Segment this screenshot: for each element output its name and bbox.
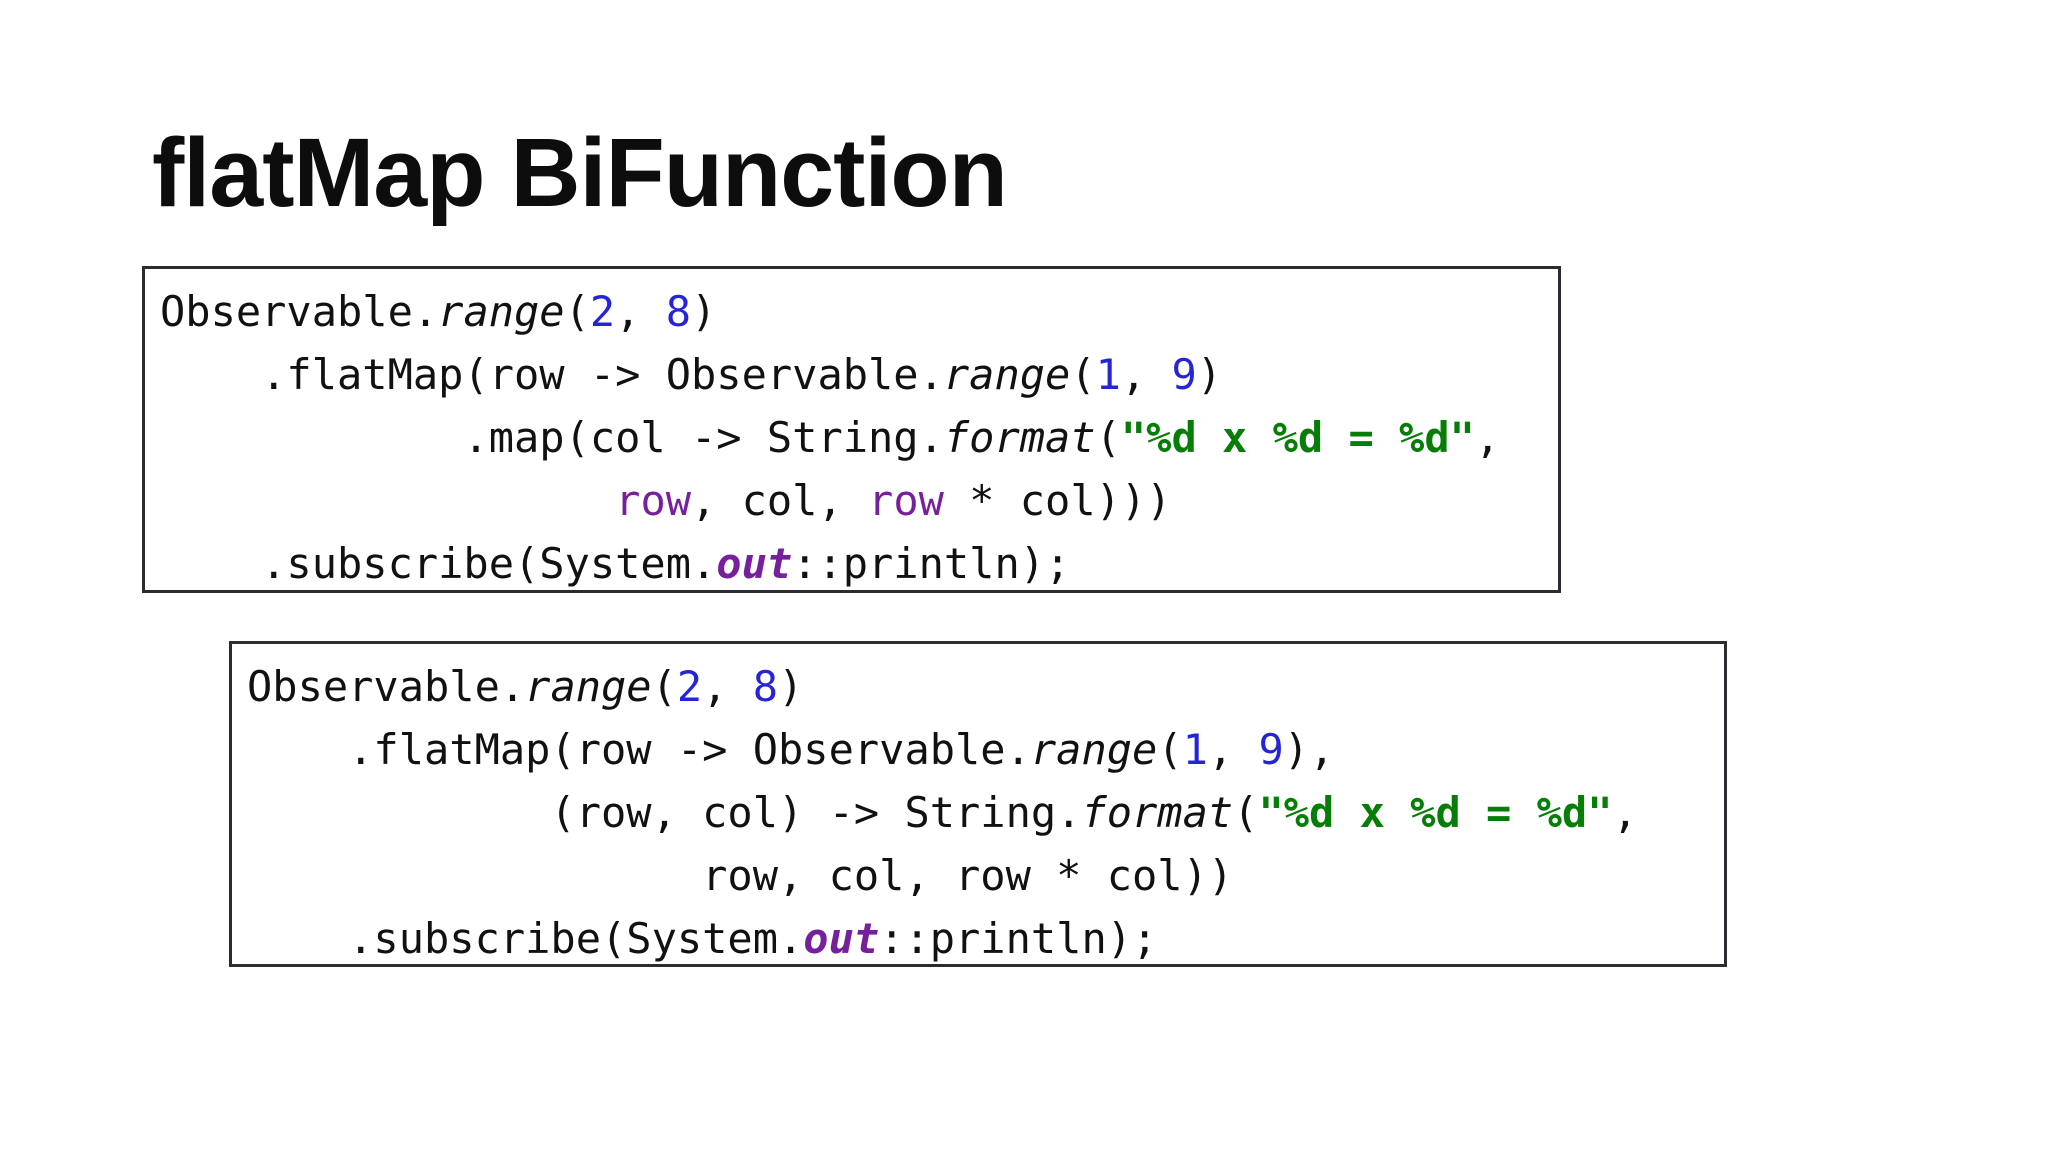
code-token-number: 8 (752, 662, 779, 711)
code-token-plain: , (1612, 788, 1638, 837)
code-token-plain: , (1120, 350, 1172, 399)
code-token-italic: range (943, 350, 1071, 399)
code-token-string: "%d x %d = %d" (1120, 413, 1475, 462)
code-token-plain: (row, col) -> String. (247, 788, 1082, 837)
code-line: Observable.range(2, 8) (160, 280, 1558, 343)
code-token-italic: range (1030, 725, 1158, 774)
code-token-plain: , (1207, 725, 1259, 774)
code-token-plain: ::println); (879, 914, 1158, 963)
code-token-plain: ( (1157, 725, 1183, 774)
code-token-plain: ), (1283, 725, 1335, 774)
code-line: row, col, row * col))) (160, 469, 1558, 532)
code-token-number: 2 (589, 287, 616, 336)
code-line: .flatMap(row -> Observable.range(1, 9) (160, 343, 1558, 406)
code-line: (row, col) -> String.format("%d x %d = %… (247, 781, 1724, 844)
code-token-number: 9 (1171, 350, 1197, 399)
code-block-flatmap-nested-map: Observable.range(2, 8) .flatMap(row -> O… (142, 266, 1561, 593)
code-token-italic: format (1081, 788, 1234, 837)
code-line: row, col, row * col)) (247, 844, 1724, 907)
code-token-plain: , col, (691, 476, 869, 525)
code-token-plain: .subscribe(System. (247, 914, 804, 963)
code-token-number: 1 (1095, 350, 1121, 399)
code-token-plain: .flatMap(row -> Observable. (247, 725, 1031, 774)
code-token-var: row (615, 476, 692, 525)
code-token-number: 1 (1182, 725, 1208, 774)
code-token-italic: format (943, 413, 1096, 462)
code-line: .map(col -> String.format("%d x %d = %d"… (160, 406, 1558, 469)
code-token-plain: .flatMap(row -> Observable. (160, 350, 944, 399)
code-token-plain: ( (651, 662, 677, 711)
code-token-plain: Observable. (160, 287, 439, 336)
code-token-plain: .map(col -> String. (160, 413, 944, 462)
code-token-plain: ) (691, 287, 717, 336)
code-token-plain: ( (564, 287, 590, 336)
code-token-plain: ( (1095, 413, 1121, 462)
code-line: .flatMap(row -> Observable.range(1, 9), (247, 718, 1724, 781)
code-token-plain: .subscribe(System. (160, 539, 717, 588)
code-token-string: "%d x %d = %d" (1258, 788, 1613, 837)
code-block-flatmap-bifunction: Observable.range(2, 8) .flatMap(row -> O… (229, 641, 1727, 967)
page-title: flatMap BiFunction (152, 117, 1008, 227)
code-token-var: row (868, 476, 944, 525)
code-token-number: 2 (676, 662, 703, 711)
code-line: .subscribe(System.out::println); (160, 532, 1558, 590)
code-token-plain: * col))) (943, 476, 1172, 525)
code-token-plain: row, col, row * col)) (247, 851, 1234, 900)
code-token-plain: ::println); (792, 539, 1071, 588)
code-token-plain: ) (1196, 350, 1223, 399)
code-token-field: out (716, 539, 793, 588)
code-token-plain: ( (1233, 788, 1259, 837)
code-token-plain: , (615, 287, 666, 336)
code-token-plain: , (1474, 413, 1501, 462)
code-token-field: out (803, 914, 880, 963)
code-line: .subscribe(System.out::println); (247, 907, 1724, 964)
code-token-italic: range (438, 287, 565, 336)
code-token-number: 9 (1258, 725, 1284, 774)
code-token-plain (160, 476, 615, 525)
code-token-plain: ( (1070, 350, 1096, 399)
code-token-plain: Observable. (247, 662, 526, 711)
code-token-number: 8 (665, 287, 692, 336)
code-token-plain: ) (778, 662, 804, 711)
code-token-plain: , (702, 662, 753, 711)
code-line: Observable.range(2, 8) (247, 655, 1724, 718)
code-token-italic: range (525, 662, 652, 711)
